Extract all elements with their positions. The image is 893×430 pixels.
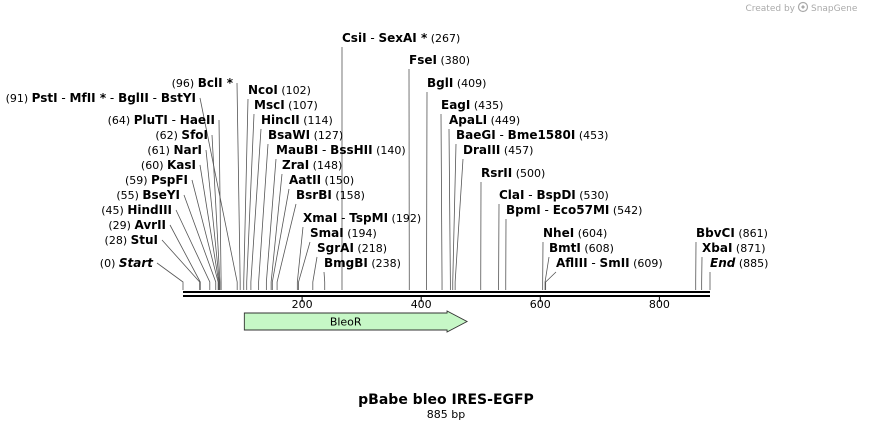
site-label[interactable]: EagI (435)	[441, 98, 503, 112]
site-leader-line	[191, 179, 219, 290]
site-leader-line	[156, 262, 184, 290]
site-label[interactable]: DraIII (457)	[463, 143, 533, 157]
site-leader-line	[448, 128, 451, 290]
site-label[interactable]: AatII (150)	[289, 173, 354, 187]
site-leader-line	[258, 143, 269, 290]
site-leader-line	[175, 209, 211, 290]
site-leader-line	[161, 239, 201, 290]
site-label[interactable]: (91) PstI - MfII * - BglII - BstYI	[6, 91, 196, 105]
sequence-backbone	[183, 291, 710, 297]
feature-arrow-bleor[interactable]	[243, 310, 469, 333]
site-label[interactable]: CsiI - SexAI * (267)	[342, 31, 460, 45]
site-label[interactable]: BaeGI - Bme1580I (453)	[456, 128, 608, 142]
feature-label: BleoR	[330, 316, 362, 329]
site-label[interactable]: (62) SfoI	[155, 128, 208, 142]
site-leader-lines	[156, 46, 711, 290]
site-label[interactable]: (59) PspFI	[125, 173, 188, 187]
site-leader-line	[218, 119, 222, 290]
site-label[interactable]: BbvCI (861)	[696, 226, 768, 240]
map-length: 885 bp	[427, 408, 465, 421]
site-label[interactable]: ClaI - BspDI (530)	[499, 188, 609, 202]
site-labels: (0) Start (28) StuI(29) AvrII(45) HindIII…	[6, 31, 769, 270]
site-leader-line	[440, 113, 443, 290]
site-label[interactable]: HincII (114)	[261, 113, 333, 127]
site-label[interactable]: NheI (604)	[543, 226, 607, 240]
site-leader-line	[296, 226, 304, 290]
ruler-ticks: 200 400 600 800	[292, 296, 670, 311]
brand-name: SnapGene	[811, 4, 858, 14]
site-label[interactable]: (29) AvrII	[108, 218, 166, 232]
ruler-tick-label: 200	[292, 298, 313, 311]
site-label[interactable]: End (885)	[710, 256, 768, 270]
site-label[interactable]: MauBI - BssHII (140)	[276, 143, 406, 157]
site-label[interactable]: BsaWI (127)	[268, 128, 343, 142]
site-label[interactable]: ZraI (148)	[282, 158, 342, 172]
site-leader-line	[271, 188, 290, 290]
site-label[interactable]: (45) HindIII	[101, 203, 172, 217]
site-leader-line	[199, 164, 220, 290]
site-leader-line	[544, 256, 550, 290]
site-label[interactable]: FseI (380)	[409, 53, 470, 67]
brand-prefix: Created by	[745, 4, 795, 14]
site-leader-line	[211, 134, 221, 290]
site-label[interactable]: BmgBI (238)	[324, 256, 401, 270]
site-label[interactable]: MscI (107)	[254, 98, 318, 112]
site-leader-line	[312, 256, 318, 290]
map-title: pBabe bleo IRES-EGFP	[358, 392, 534, 408]
site-leader-line	[169, 224, 201, 290]
site-leader-line	[276, 203, 297, 290]
site-label[interactable]: SmaI (194)	[310, 226, 377, 240]
site-leader-line	[236, 82, 241, 290]
site-leader-line	[205, 149, 220, 290]
snapgene-logo-icon	[797, 1, 809, 13]
site-leader-line	[545, 271, 557, 290]
site-leader-line	[298, 241, 311, 290]
site-label[interactable]: ApaLI (449)	[449, 113, 520, 127]
site-leader-line	[454, 158, 464, 290]
site-label[interactable]: XmaI - TspMI (192)	[303, 211, 421, 225]
site-leader-line	[265, 158, 277, 290]
site-leader-line	[246, 113, 255, 290]
features-track: BleoR	[243, 310, 469, 333]
site-label[interactable]: AflIII - SmII (609)	[556, 256, 663, 270]
site-label[interactable]: (64) PluTI - HaeII	[108, 113, 215, 127]
site-leader-line	[199, 97, 238, 290]
site-leader-line	[183, 194, 217, 290]
site-label[interactable]: BmtI (608)	[549, 241, 614, 255]
site-label[interactable]: (61) NarI	[147, 143, 202, 157]
site-label[interactable]: RsrII (500)	[481, 166, 545, 180]
site-label[interactable]: BpmI - Eco57MI (542)	[506, 203, 642, 217]
site-leader-line	[250, 128, 262, 290]
site-label[interactable]: (28) StuI	[105, 233, 158, 247]
site-label[interactable]: XbaI (871)	[702, 241, 765, 255]
ruler-tick-label: 400	[411, 298, 432, 311]
ruler-tick-label: 600	[530, 298, 551, 311]
site-label[interactable]: NcoI (102)	[248, 83, 311, 97]
site-label[interactable]: SgrAI (218)	[317, 241, 387, 255]
site-label[interactable]: BsrBI (158)	[296, 188, 365, 202]
site-leader-line	[452, 143, 457, 290]
site-label[interactable]: (96) BclI *	[172, 76, 234, 90]
site-leader-line	[270, 173, 283, 290]
site-label[interactable]: (60) KasI	[141, 158, 196, 172]
site-leader-line	[243, 98, 249, 290]
site-label[interactable]: (0) Start	[100, 256, 154, 270]
site-label[interactable]: BglI (409)	[427, 76, 486, 90]
site-label[interactable]: (55) BseYI	[116, 188, 180, 202]
ruler-tick-label: 800	[649, 298, 670, 311]
site-leader-line	[323, 271, 326, 290]
